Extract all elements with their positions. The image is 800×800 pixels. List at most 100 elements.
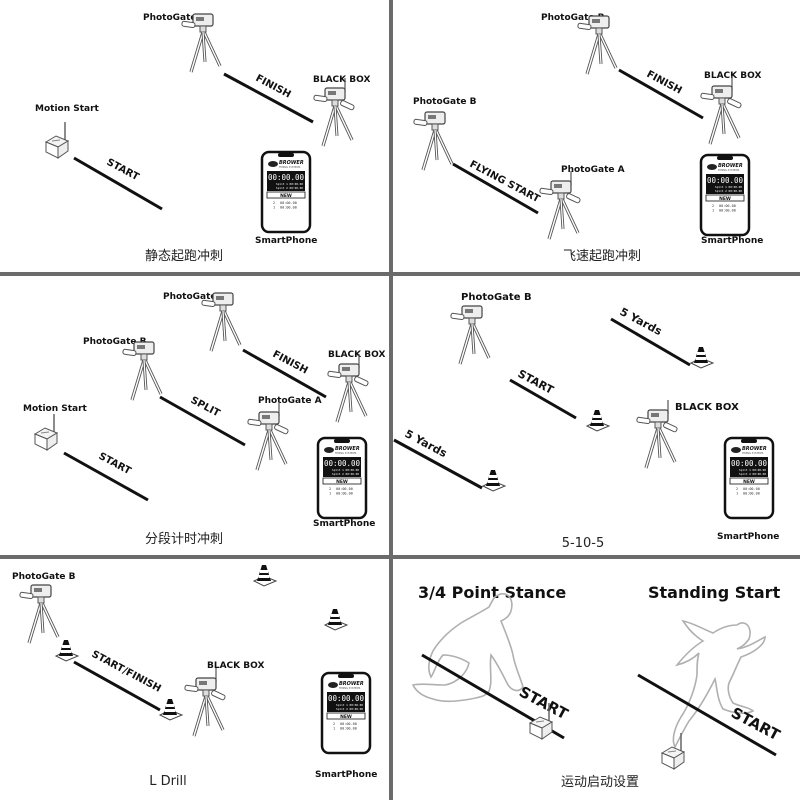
split-line (159, 395, 246, 447)
brand-logo-icon (731, 447, 741, 453)
new-button-label: NEW (340, 714, 352, 720)
main-time: 00:00.00 (731, 459, 768, 468)
vertical-divider (389, 0, 393, 800)
brand-name: BROWER (279, 160, 304, 166)
new-button-label: NEW (719, 196, 731, 202)
result-index: 2 (736, 487, 738, 491)
flying-start-line (452, 162, 539, 215)
label-photogate-a: PhotoGate A (258, 396, 322, 406)
split-time-2: Split 2 00:00.00 (276, 186, 303, 190)
new-button-label: NEW (280, 193, 292, 199)
cone-icon (482, 469, 506, 492)
label-black-box: BLACK BOX (675, 402, 739, 413)
phone-notch (741, 439, 757, 443)
split-time-2: Split 2 00:00.00 (715, 189, 742, 193)
diagram-motion-start-setup: 3/4 Point Stance Standing Start START ST… (411, 583, 784, 790)
crouching-runner-figure (411, 593, 524, 703)
label-photogate-b: PhotoGate B (461, 292, 532, 303)
new-button-label: NEW (336, 479, 348, 485)
panel-five-ten-five: PhotoGate B 5 Yards START BLACK BOX 5 Ya… (393, 276, 800, 555)
label-black-box: BLACK BOX (313, 75, 370, 85)
panel-caption: 分段计时冲刺 (145, 532, 223, 547)
panel-motion-start-setup: 3/4 Point Stance Standing Start START ST… (393, 559, 800, 800)
label-photogate-b: PhotoGate B (143, 13, 207, 23)
horizontal-divider-1 (0, 272, 800, 276)
brand-logo-icon (328, 682, 338, 688)
timer-display (323, 457, 361, 477)
finish-label: FINISH (645, 69, 684, 97)
result-time: 00:00.00 (336, 492, 353, 496)
split-time-1: Split 1 00:00.00 (332, 468, 359, 472)
result-time: 00:00.00 (743, 487, 760, 491)
title-standing-start: Standing Start (648, 583, 781, 602)
finish-line (242, 348, 327, 399)
result-index: 1 (273, 206, 275, 210)
result-time: 00:00.00 (743, 492, 760, 496)
result-index: 1 (712, 209, 714, 213)
label-photogate-b-mid: PhotoGate B (83, 337, 147, 347)
result-time: 00:00.00 (340, 722, 357, 726)
timer-display (267, 171, 305, 191)
timer-display (706, 174, 744, 194)
split-time-2: Split 2 00:00.00 (332, 472, 359, 476)
brand-logo-icon (324, 447, 334, 453)
photogate-b-mid-tripod-icon (121, 340, 163, 402)
photogate-b-tripod-icon (449, 304, 491, 366)
brand-subtitle: TIMING SYSTEMS (279, 165, 301, 169)
black-box-tripod-icon (328, 354, 369, 422)
photogate-a-tripod-icon (540, 171, 581, 239)
result-index: 2 (333, 722, 335, 726)
diagram-static-start: PhotoGate B FINISH BLACK BOX Motion Star… (35, 12, 370, 264)
result-time: 00:00.00 (719, 204, 736, 208)
panel-flying-start-sprint: PhotoGate B FINISH BLACK BOX PhotoGate B… (393, 0, 800, 272)
result-index: 1 (329, 492, 331, 496)
label-photogate-b-top: PhotoGate B (163, 292, 227, 302)
start-line (63, 451, 149, 502)
brand-name: BROWER (742, 446, 767, 452)
phone-notch (717, 156, 733, 160)
black-box-tripod-icon (314, 78, 355, 146)
brand-name: BROWER (718, 163, 743, 169)
brand-logo-icon (268, 161, 278, 167)
start-line (509, 378, 577, 420)
cone-icon (55, 639, 79, 662)
start-label-right: START (728, 704, 784, 745)
motion-start-box-icon (34, 413, 58, 451)
black-box-tripod-icon (637, 400, 678, 468)
main-time: 00:00.00 (707, 176, 744, 185)
split-time-2: Split 2 00:00.00 (336, 707, 363, 711)
result-index: 1 (333, 727, 335, 731)
split-time-1: Split 1 00:00.00 (276, 182, 303, 186)
five-yards-bottom-line (393, 438, 483, 490)
cone-icon (690, 346, 714, 369)
brand-subtitle: TIMING SYSTEMS (742, 451, 764, 455)
diagram-flying-start: PhotoGate B FINISH BLACK BOX PhotoGate B… (412, 13, 763, 264)
new-button-label: NEW (743, 479, 755, 485)
result-index: 2 (329, 487, 331, 491)
label-smartphone: SmartPhone (701, 236, 763, 246)
brand-name: BROWER (335, 446, 360, 452)
black-box-tripod-icon (185, 668, 226, 736)
result-time: 00:00.00 (719, 209, 736, 213)
label-black-box: BLACK BOX (704, 71, 761, 81)
cone-icon (586, 409, 610, 432)
new-button (266, 191, 306, 199)
photogate-b-top-tripod-icon (576, 14, 618, 76)
label-photogate-b-top: PhotoGate B (541, 13, 605, 23)
panel-static-start-sprint: PhotoGate B FINISH BLACK BOX Motion Star… (0, 0, 389, 272)
brand-logo-icon (707, 164, 717, 170)
phone-notch (278, 153, 294, 157)
timer-display (730, 457, 768, 477)
main-time: 00:00.00 (328, 694, 365, 703)
brand-name: BROWER (339, 681, 364, 687)
cone-icon (159, 698, 183, 721)
brand-subtitle: TIMING SYSTEMS (718, 168, 740, 172)
new-button (322, 477, 362, 485)
cone-icon (253, 564, 277, 587)
timer-display (327, 692, 365, 712)
panel-caption: 5-10-5 (562, 536, 604, 551)
five-yards-bottom-label: 5 Yards (403, 427, 450, 460)
diagram-five-ten-five: PhotoGate B 5 Yards START BLACK BOX 5 Ya… (393, 292, 779, 551)
panel-caption: 静态起跑冲刺 (145, 249, 223, 264)
